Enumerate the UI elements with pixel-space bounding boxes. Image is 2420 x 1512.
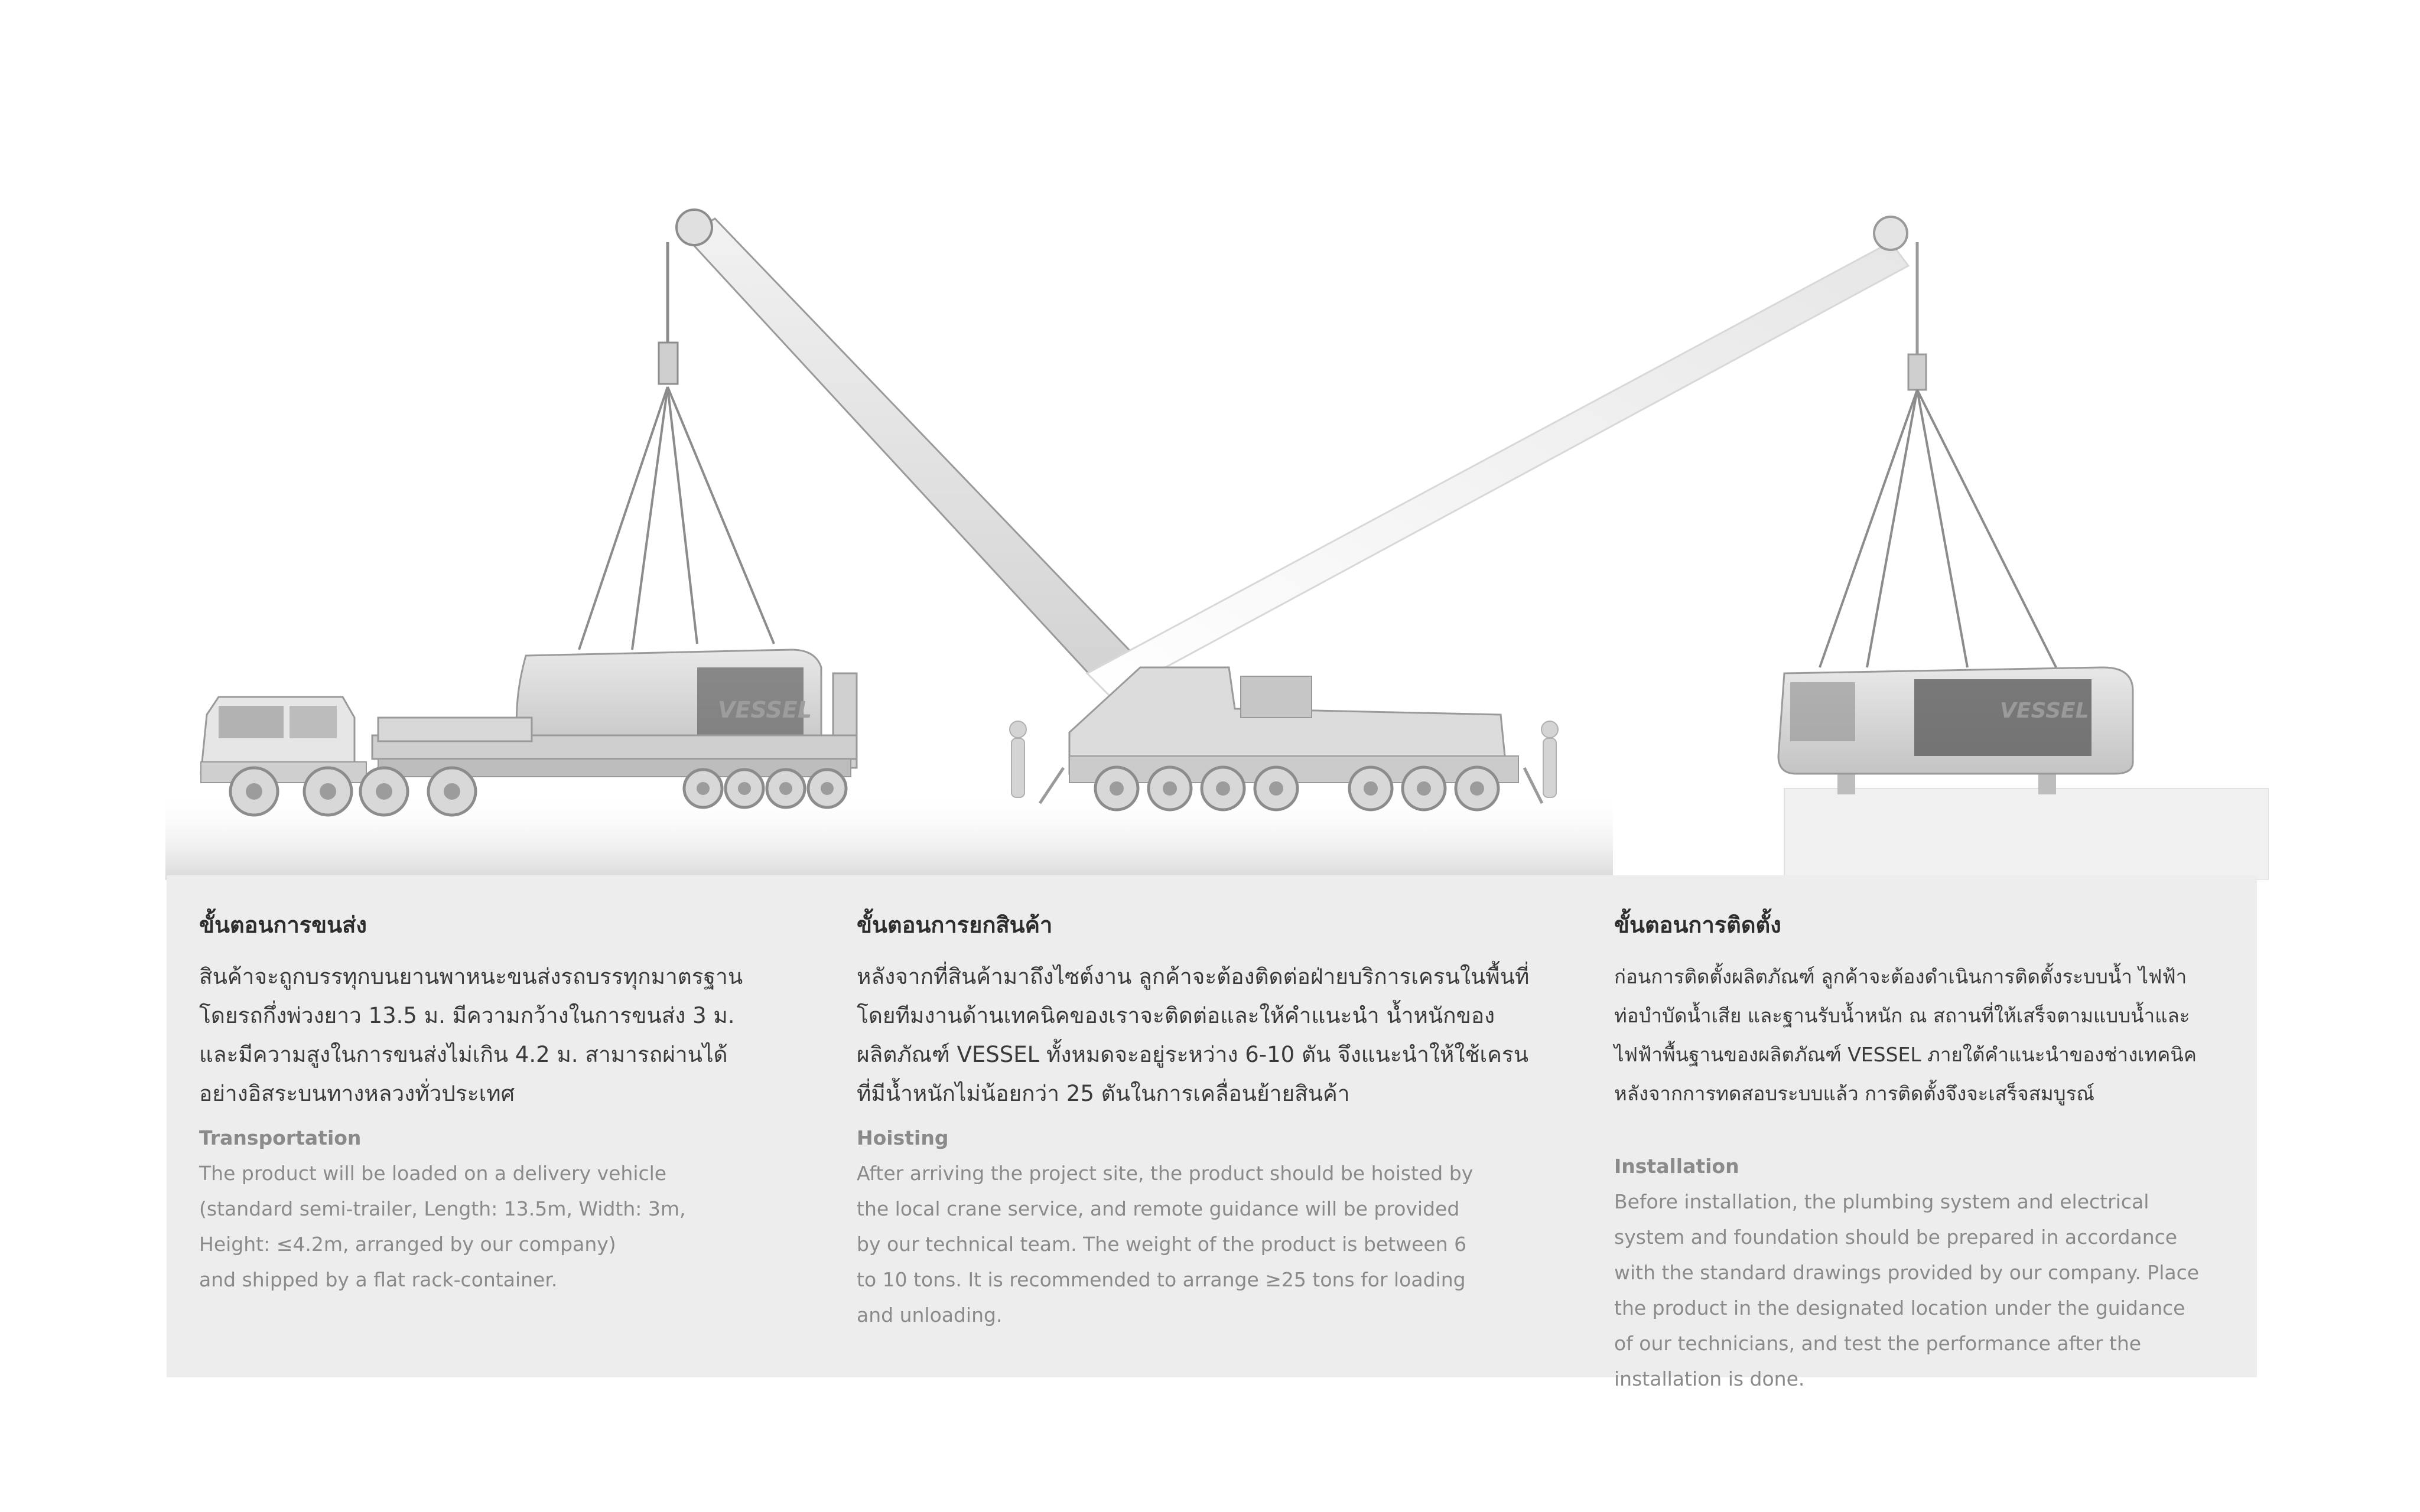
step-thai-description: ก่อนการติดตั้งผลิตภัณฑ์ ลูกค้าจะต้องดำเน…	[1614, 965, 2197, 1106]
step-english-title: Installation	[1614, 1155, 1739, 1178]
process-illustration-svg: VESSEL	[165, 208, 2269, 880]
truck-cables	[578, 386, 775, 650]
step-english-description: After arriving the project site, the pro…	[857, 1162, 1474, 1327]
step-transportation: ขั้นตอนการขนส่ง สินค้าจะถูกบรรทุกบนยานพา…	[199, 911, 802, 1298]
mobile-crane	[658, 208, 1910, 812]
truck-with-module: VESSEL	[200, 386, 858, 817]
step-installation: ขั้นตอนการติดตั้ง ก่อนการติดตั้งผลิตภัณฑ…	[1614, 911, 2240, 1397]
info-panel: ขั้นตอนการขนส่ง สินค้าจะถูกบรรทุกบนยานพา…	[167, 875, 2257, 1390]
step-english-title: Transportation	[199, 1126, 362, 1150]
step-thai-description: สินค้าจะถูกบรรทุกบนยานพาหนะขนส่งรถบรรทุก…	[199, 964, 743, 1107]
step-thai-title: ขั้นตอนการขนส่ง	[199, 912, 367, 938]
installed-module: VESSEL	[1777, 216, 2269, 880]
step-thai-description: หลังจากที่สินค้ามาถึงไซต์งาน ลูกค้าจะต้อ…	[857, 964, 1530, 1107]
step-hoisting: ขั้นตอนการยกสินค้า หลังจากที่สินค้ามาถึง…	[857, 911, 1566, 1333]
step-english-description: Before installation, the plumbing system…	[1614, 1190, 2200, 1391]
step-thai-title: ขั้นตอนการติดตั้ง	[1614, 912, 1781, 938]
process-illustration: VESSEL	[165, 177, 2269, 880]
step-thai-title: ขั้นตอนการยกสินค้า	[857, 912, 1053, 938]
step-english-title: Hoisting	[857, 1126, 949, 1150]
truck-module-logo: VESSEL	[718, 697, 812, 723]
step-english-description: The product will be loaded on a delivery…	[199, 1162, 686, 1292]
installed-module-logo: VESSEL	[2000, 699, 2089, 723]
